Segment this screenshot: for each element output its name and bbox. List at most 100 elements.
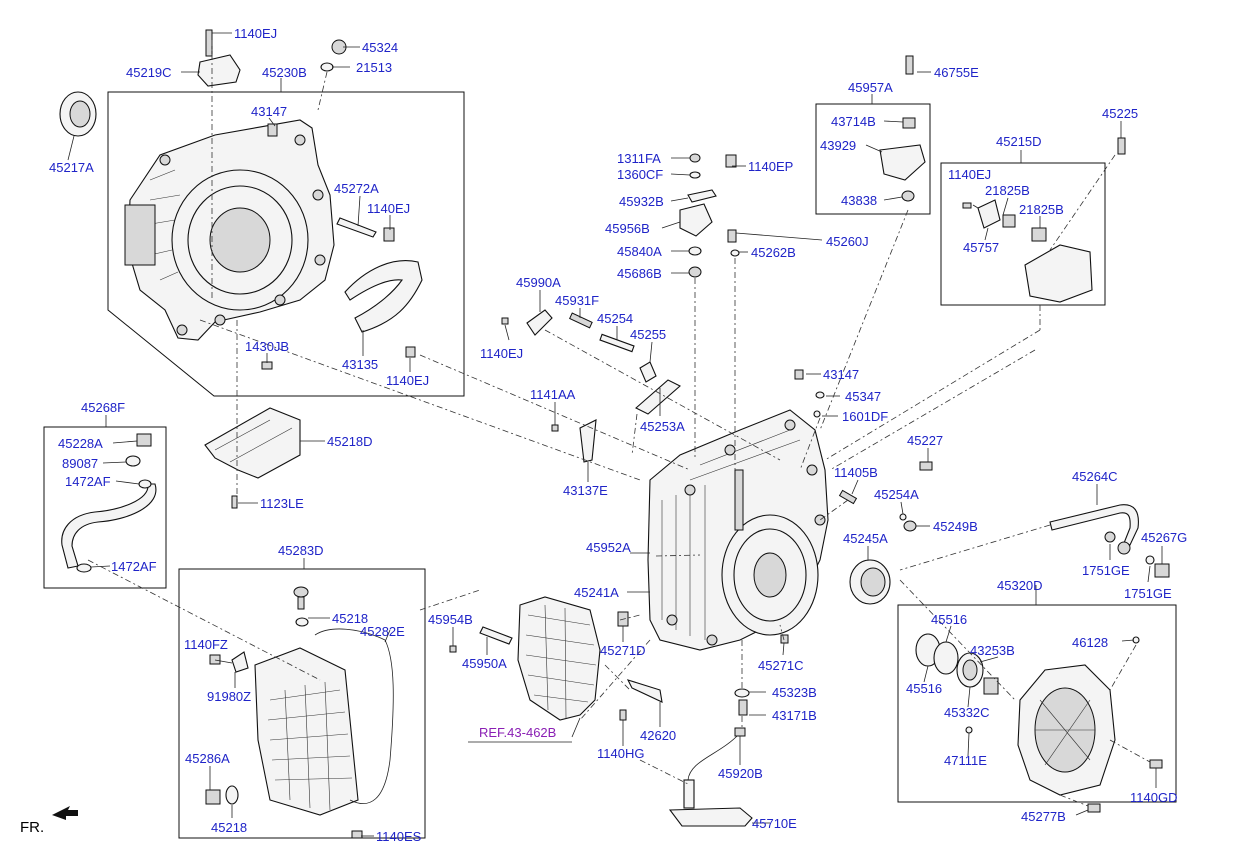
label-45282E[interactable]: 45282E [360, 624, 405, 639]
label-45218-a[interactable]: 45218 [332, 611, 368, 626]
label-45516-a[interactable]: 45516 [931, 612, 967, 627]
rear-cover-drawing [915, 633, 1163, 813]
label-47111E[interactable]: 47111E [944, 753, 987, 768]
label-1123LE[interactable]: 1123LE [260, 496, 304, 511]
label-1140HG[interactable]: 1140HG [597, 746, 644, 761]
transmission-case-drawing [647, 409, 829, 651]
label-1140ES[interactable]: 1140ES [376, 829, 422, 844]
label-1472AF-a[interactable]: 1472AF [65, 474, 111, 489]
label-45228A[interactable]: 45228A [58, 436, 103, 451]
label-91980Z[interactable]: 91980Z [207, 689, 251, 704]
label-45254[interactable]: 45254 [597, 311, 633, 326]
label-45267G[interactable]: 45267G [1141, 530, 1187, 545]
label-45219C[interactable]: 45219C [126, 65, 172, 80]
label-45262B[interactable]: 45262B [751, 245, 796, 260]
label-45272A[interactable]: 45272A [334, 181, 379, 196]
label-45215D[interactable]: 45215D [996, 134, 1042, 149]
converter-housing-group-box [107, 91, 465, 397]
label-45931F[interactable]: 45931F [555, 293, 599, 308]
label-45260J[interactable]: 45260J [826, 234, 869, 249]
label-21825B-a[interactable]: 21825B [985, 183, 1030, 198]
label-45757[interactable]: 45757 [963, 240, 999, 255]
label-1360CF[interactable]: 1360CF [617, 167, 663, 182]
solenoid-bracket-group-box [940, 162, 1106, 306]
label-45225[interactable]: 45225 [1102, 106, 1138, 121]
label-45952A[interactable]: 45952A [586, 540, 631, 555]
label-45686B[interactable]: 45686B [617, 266, 662, 281]
label-43929[interactable]: 43929 [820, 138, 856, 153]
label-1140EJ-top[interactable]: 1140EJ [234, 26, 277, 41]
label-45254A[interactable]: 45254A [874, 487, 919, 502]
bracket-group-box [815, 103, 931, 215]
label-45323B[interactable]: 45323B [772, 685, 817, 700]
label-45227[interactable]: 45227 [907, 433, 943, 448]
label-1430JB[interactable]: 1430JB [245, 339, 289, 354]
label-1140EJ-d[interactable]: 1140EJ [480, 346, 523, 361]
label-45332C[interactable]: 45332C [944, 705, 990, 720]
label-42620[interactable]: 42620 [640, 728, 676, 743]
label-1311FA[interactable]: 1311FA [617, 151, 661, 166]
converter-housing-drawing [124, 119, 335, 341]
label-1751GE-b[interactable]: 1751GE [1124, 586, 1172, 601]
label-45283D[interactable]: 45283D [278, 543, 324, 558]
label-45255[interactable]: 45255 [630, 327, 666, 342]
label-45241A[interactable]: 45241A [574, 585, 619, 600]
label-45956B[interactable]: 45956B [605, 221, 650, 236]
label-45710E[interactable]: 45710E [752, 816, 797, 831]
label-1141AA[interactable]: 1141AA [530, 387, 576, 402]
label-21825B-b[interactable]: 21825B [1019, 202, 1064, 217]
orientation-label: FR. [20, 819, 44, 836]
label-45840A[interactable]: 45840A [617, 244, 662, 259]
label-11405B[interactable]: 11405B [834, 465, 878, 480]
breather-hose-drawing [61, 433, 157, 573]
label-45277B[interactable]: 45277B [1021, 809, 1066, 824]
label-45217A[interactable]: 45217A [49, 160, 94, 175]
label-45920B[interactable]: 45920B [718, 766, 763, 781]
label-45253A[interactable]: 45253A [640, 419, 685, 434]
label-89087[interactable]: 89087 [62, 456, 98, 471]
label-45268F[interactable]: 45268F [81, 400, 125, 415]
label-45249B[interactable]: 45249B [933, 519, 978, 534]
label-43838[interactable]: 43838 [841, 193, 877, 208]
oil-seal-45217A-drawing [59, 91, 97, 137]
label-45990A[interactable]: 45990A [516, 275, 561, 290]
label-45264C[interactable]: 45264C [1072, 469, 1118, 484]
label-45218-b[interactable]: 45218 [211, 820, 247, 835]
label-1140EP[interactable]: 1140EP [748, 159, 793, 174]
label-45245A[interactable]: 45245A [843, 531, 888, 546]
label-46128[interactable]: 46128 [1072, 635, 1108, 650]
label-1140FZ[interactable]: 1140FZ [184, 637, 228, 652]
label-45320D[interactable]: 45320D [997, 578, 1043, 593]
label-45218D[interactable]: 45218D [327, 434, 373, 449]
label-1472AF-b[interactable]: 1472AF [111, 559, 157, 574]
label-1140EJ-b[interactable]: 1140EJ [367, 201, 410, 216]
label-45957A[interactable]: 45957A [848, 80, 893, 95]
label-45286A[interactable]: 45286A [185, 751, 230, 766]
label-43253B[interactable]: 43253B [970, 643, 1015, 658]
oil-pan-drawing [205, 586, 394, 839]
label-45932B[interactable]: 45932B [619, 194, 664, 209]
label-43147-a[interactable]: 43147 [251, 104, 287, 119]
label-45271C[interactable]: 45271C [758, 658, 804, 673]
breather-hose-group-box [43, 426, 167, 589]
label-43137E[interactable]: 43137E [563, 483, 608, 498]
label-43147-b[interactable]: 43147 [823, 367, 859, 382]
label-45516-b[interactable]: 45516 [906, 681, 942, 696]
label-21513[interactable]: 21513 [356, 60, 392, 75]
label-1140GD[interactable]: 1140GD [1130, 790, 1177, 805]
label-46755E[interactable]: 46755E [934, 65, 979, 80]
label-45324[interactable]: 45324 [362, 40, 398, 55]
label-43171B[interactable]: 43171B [772, 708, 817, 723]
reference-link[interactable]: REF.43-462B [479, 725, 556, 740]
label-43135[interactable]: 43135 [342, 357, 378, 372]
label-1140EJ-c[interactable]: 1140EJ [386, 373, 429, 388]
label-45230B[interactable]: 45230B [262, 65, 307, 80]
label-45954B[interactable]: 45954B [428, 612, 473, 627]
label-1140EJ-e[interactable]: 1140EJ [948, 167, 991, 182]
label-45950A[interactable]: 45950A [462, 656, 507, 671]
label-1601DF[interactable]: 1601DF [842, 409, 888, 424]
label-1751GE-a[interactable]: 1751GE [1082, 563, 1130, 578]
label-45271D[interactable]: 45271D [600, 643, 646, 658]
label-45347[interactable]: 45347 [845, 389, 881, 404]
label-43714B[interactable]: 43714B [831, 114, 876, 129]
